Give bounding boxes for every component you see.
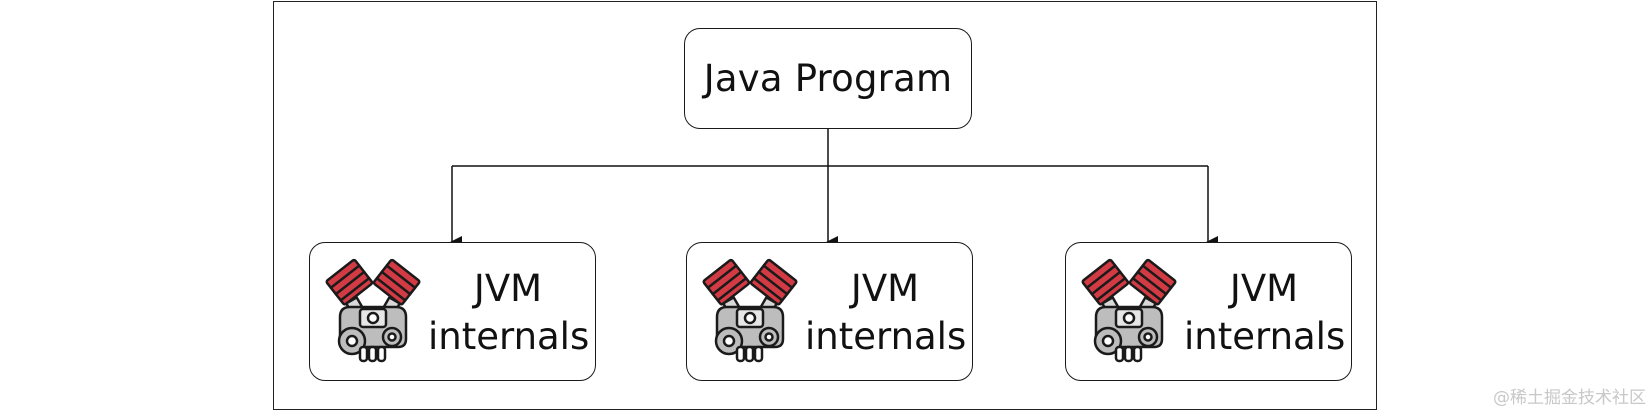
engine-icon	[702, 258, 798, 363]
jvm-internals-node-3: JVM internals	[1065, 242, 1352, 381]
label-line-jvm: JVM	[473, 267, 543, 310]
watermark-text: @稀土掘金技术社区	[1493, 388, 1646, 408]
jvm-internals-node-2: JVM internals	[686, 242, 973, 381]
jvm-internals-node-1: JVM internals	[309, 242, 596, 381]
outer-frame	[273, 1, 1377, 410]
engine-icon	[1081, 258, 1177, 363]
java-program-node: Java Program	[684, 28, 972, 129]
jvm-internals-label: JVM internals	[1184, 265, 1346, 361]
label-line-internals: internals	[1184, 315, 1346, 358]
jvm-internals-label: JVM internals	[805, 265, 967, 361]
label-line-jvm: JVM	[850, 267, 920, 310]
engine-icon	[325, 258, 421, 363]
java-program-label: Java Program	[703, 57, 953, 100]
jvm-internals-label: JVM internals	[428, 265, 590, 361]
label-line-jvm: JVM	[1229, 267, 1299, 310]
label-line-internals: internals	[428, 315, 590, 358]
label-line-internals: internals	[805, 315, 967, 358]
